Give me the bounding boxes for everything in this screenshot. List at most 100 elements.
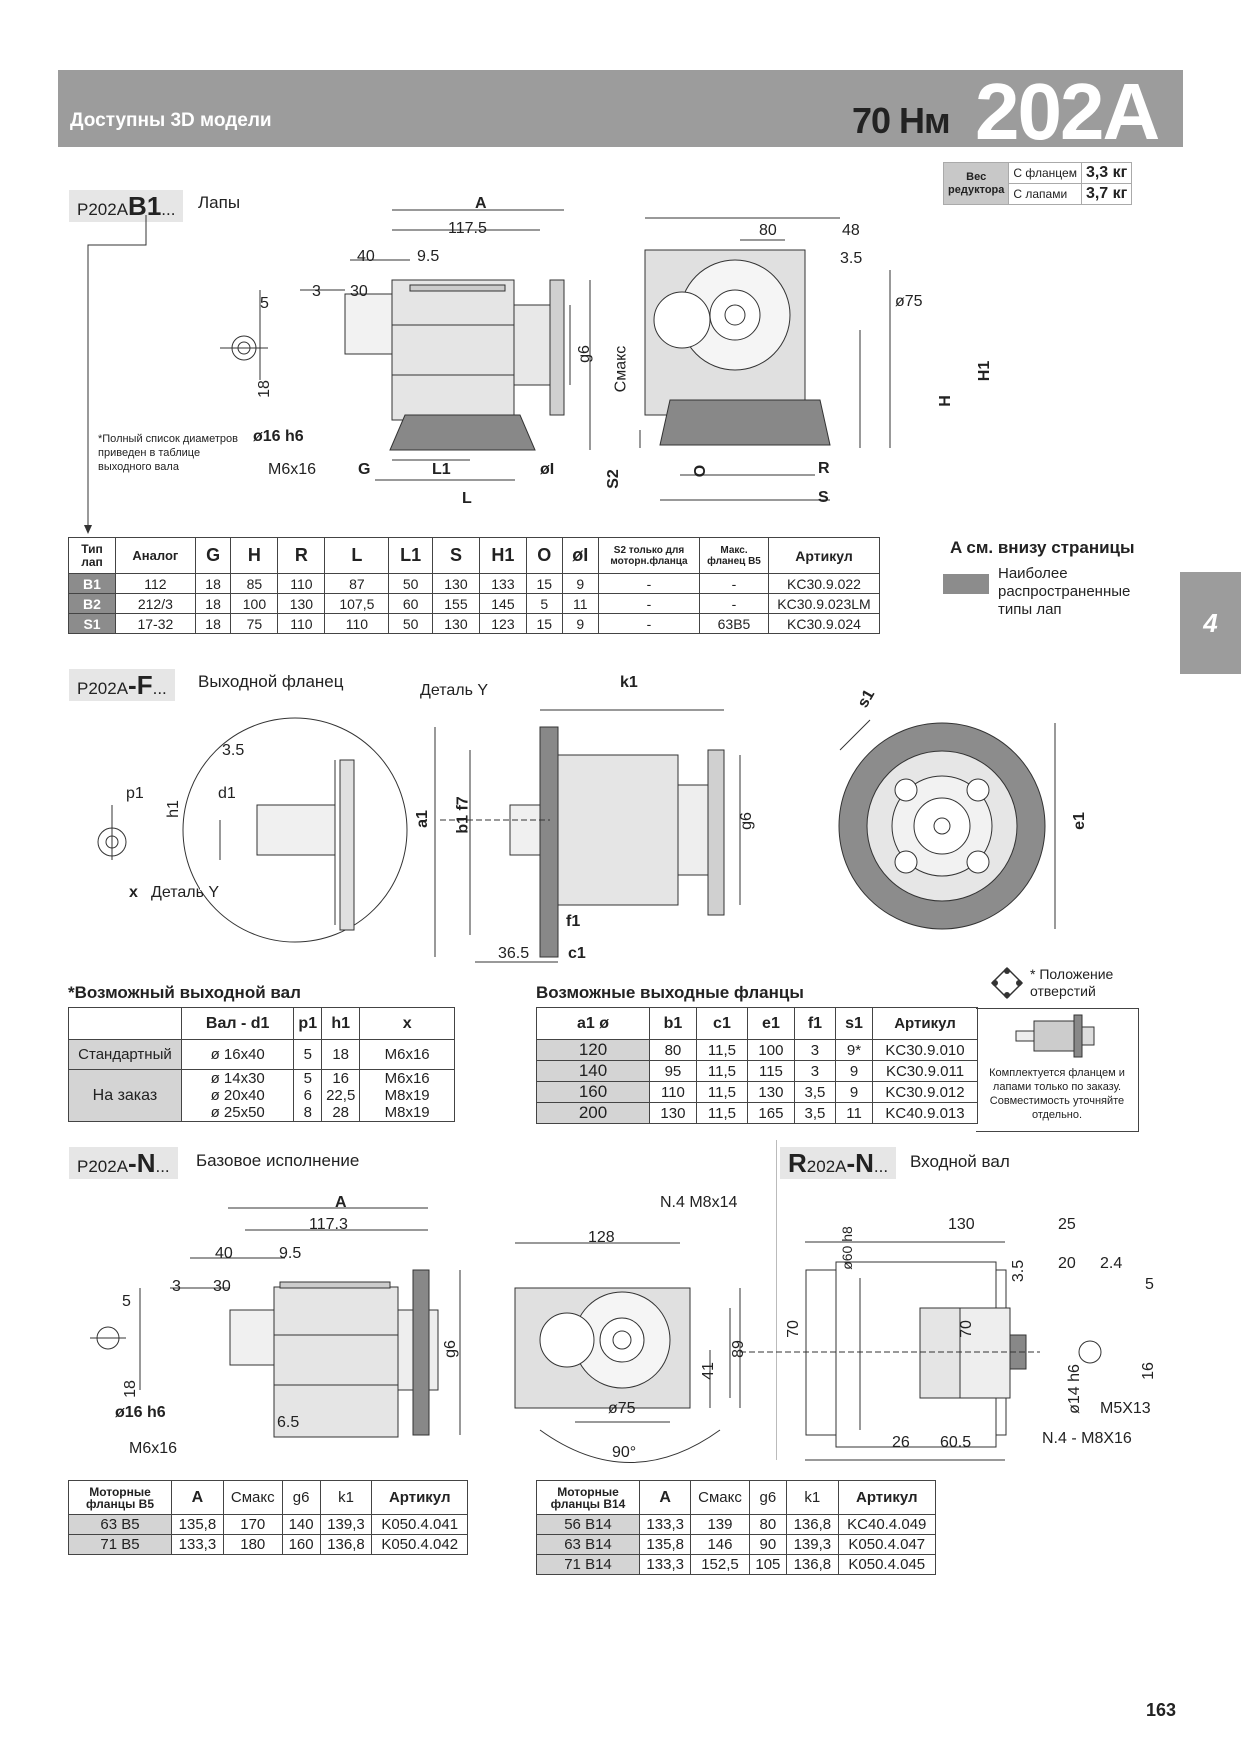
n-dim-89: 89: [729, 1340, 747, 1358]
dim-80: 80: [759, 222, 777, 239]
feet-row-cell: 9: [561, 613, 600, 634]
flange-row-cell: 3: [793, 1039, 837, 1061]
feet-row-cell: -: [699, 593, 769, 614]
b5-header-Cmax: Cмакс: [222, 1480, 283, 1515]
feet-header-type: Тип лап: [68, 537, 116, 574]
b14-row-cell: 139,3: [786, 1534, 839, 1555]
rn-dim-25: 25: [1058, 1216, 1076, 1233]
dim-S: S: [818, 489, 829, 506]
flange-row-cell: 110: [649, 1081, 697, 1103]
feet-row-cell: 133: [478, 573, 527, 594]
f-dim-36-5: 36.5: [498, 945, 530, 962]
feet-row-cell: 18: [194, 573, 232, 594]
section-desc-b1: Лапы: [198, 193, 241, 212]
shaft-standard-d1: ø 16x40: [180, 1039, 295, 1070]
dim-9-5: 9.5: [417, 248, 440, 265]
weight-feet-value: 3,7 кг: [1080, 183, 1133, 205]
b14-row-cell: 135,8: [638, 1534, 692, 1555]
flange-row-cell: 9*: [835, 1039, 873, 1061]
n-dim-6-5: 6.5: [277, 1414, 300, 1431]
chapter-tab[interactable]: 4: [1180, 572, 1241, 674]
header-3d-link[interactable]: Доступны 3D модели: [70, 110, 272, 131]
feet-row-cell: 155: [431, 593, 480, 614]
dim-3-5: 3.5: [840, 250, 863, 267]
flange-row-cell: 11,5: [695, 1102, 749, 1124]
rn-dim-3-5: 3.5: [1010, 1259, 1028, 1283]
b14-row-cell: K050.4.045: [837, 1554, 937, 1575]
feet-header-H: H: [230, 537, 279, 574]
rn-dim-M5X13: M5X13: [1100, 1400, 1151, 1417]
section-tag-n: P202A-N...: [69, 1147, 178, 1179]
rn-dim-20: 20: [1058, 1255, 1076, 1272]
weight-flange-label: С фланцем: [1008, 162, 1082, 184]
b5-header-A: A: [171, 1480, 224, 1515]
dim-g6: g6: [575, 345, 593, 363]
leader-line: [84, 215, 147, 534]
dim-18: 18: [255, 380, 273, 398]
dim-40: 40: [357, 248, 375, 265]
b14-row-cell: 139: [690, 1514, 750, 1535]
f-dim-b1: b1 f7: [454, 796, 472, 834]
n-dim-128: 128: [588, 1229, 615, 1246]
dim-S2: S2: [604, 469, 622, 489]
rn-dim-70a: 70: [784, 1320, 802, 1338]
feet-row-cell: 17-32: [115, 613, 196, 634]
f-detail-label: Деталь Y: [151, 884, 220, 901]
legend-swatch: [943, 574, 989, 594]
flange-row-cell: 130: [649, 1102, 697, 1124]
section-tag-f: P202A-F...: [69, 669, 175, 701]
n-dim-5: 5: [122, 1293, 131, 1310]
flange-row-cell: 11,5: [695, 1060, 749, 1082]
flange-row-cell: 9: [835, 1060, 873, 1082]
b5-row-cell: 180: [222, 1534, 283, 1555]
dim-R: R: [818, 460, 830, 477]
dim-3: 3: [312, 283, 321, 300]
feet-header-oI: øI: [561, 537, 600, 574]
b14-row-cell: 136,8: [786, 1514, 839, 1535]
shaft-header-blank: [68, 1007, 182, 1040]
shaft-note: *Полный список диаметров приведен в табл…: [98, 433, 238, 473]
rn-dim-60-5: 60.5: [940, 1434, 972, 1451]
feet-row-cell: 110: [277, 573, 326, 594]
b14-row-cell: 146: [690, 1534, 750, 1555]
feet-row-cell: -: [598, 613, 700, 634]
shaft-order-label: На заказ: [68, 1069, 182, 1122]
feet-header-L1: L1: [388, 537, 433, 574]
hole-position-icon: [990, 966, 1024, 1000]
feet-row-cell: 9: [561, 573, 600, 594]
feet-header-H1: H1: [478, 537, 527, 574]
feet-row-cell: 15: [525, 573, 563, 594]
feet-row-cell: 5: [525, 593, 563, 614]
b5-row-cell: K050.4.042: [371, 1534, 468, 1555]
b5-row-cell: 63 B5: [68, 1514, 172, 1535]
n-dim-30: 30: [213, 1278, 231, 1295]
b14-row-cell: 90: [748, 1534, 788, 1555]
dim-H1: H1: [976, 360, 994, 382]
flange-row-cell: 100: [747, 1039, 795, 1061]
b5-row-cell: 170: [222, 1514, 283, 1535]
feet-row-cell: B1: [68, 573, 116, 594]
feet-row-cell: KC30.9.023LM: [768, 593, 880, 614]
b14-header-k1: k1: [786, 1480, 839, 1515]
flange-row-cell: 95: [649, 1060, 697, 1082]
flange-row-cell: 3,5: [793, 1102, 837, 1124]
flange-row-cell: 11: [835, 1102, 873, 1124]
shaft-header-x: x: [359, 1007, 455, 1040]
b5-header-k1: k1: [319, 1480, 373, 1515]
b14-header-g6: g6: [748, 1480, 788, 1515]
rn-dim-130: 130: [948, 1216, 975, 1233]
n-dim-40: 40: [215, 1245, 233, 1262]
shaft-table: Вал - d1 p1 h1 x Стандартный ø 16x40 5 1…: [68, 1007, 455, 1122]
flange-row-cell: 3: [793, 1060, 837, 1082]
flange-table-title: Возможные выходные фланцы: [536, 983, 804, 1002]
feet-row-cell: 75: [230, 613, 279, 634]
shaft-standard-label: Стандартный: [68, 1039, 182, 1070]
feet-header-maxflange: Макс. фланец B5: [699, 537, 769, 574]
f-dim-p1: p1: [126, 785, 144, 802]
flange-row-cell: KC30.9.011: [872, 1060, 978, 1082]
